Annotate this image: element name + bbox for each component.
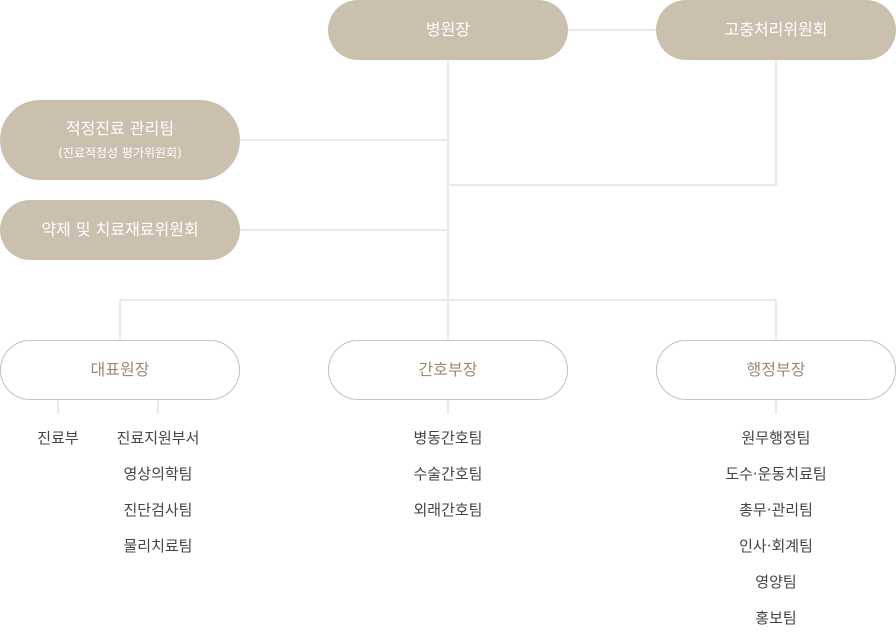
department-node-medical: 대표원장 <box>0 340 240 400</box>
director-node: 병원장 <box>328 0 568 60</box>
list-item: 수술간호팀 <box>413 465 483 483</box>
list-item: 인사·회계팀 <box>739 537 813 555</box>
pharmacy-committee-node: 약제 및 치료재료위원회 <box>0 200 240 260</box>
pharmacy-committee-label: 약제 및 치료재료위원회 <box>41 220 199 239</box>
director-label: 병원장 <box>425 20 471 39</box>
list-item: 총무·관리팀 <box>739 501 813 519</box>
list-item: 진료지원부서 <box>116 429 200 447</box>
team-list-admin: 원무행정팀 도수·운동치료팀 총무·관리팀 인사·회계팀 영양팀 홍보팀 <box>686 427 866 643</box>
committee-label: 고충처리위원회 <box>724 20 828 39</box>
list-item: 영상의학팀 <box>123 465 193 483</box>
list-item: 홍보팀 <box>755 609 797 627</box>
list-item: 외래간호팀 <box>413 501 483 519</box>
department-title: 간호부장 <box>418 360 478 379</box>
team-list-medical-support: 진료지원부서 영상의학팀 진단검사팀 물리치료팀 <box>98 427 218 571</box>
quality-team-node: 적정진료 관리팀 (진료적정성 평가위원회) <box>0 100 240 180</box>
department-node-nursing: 간호부장 <box>328 340 568 400</box>
list-item: 진단검사팀 <box>123 501 193 519</box>
connector-lines <box>57 29 777 414</box>
department-title: 행정부장 <box>746 360 806 379</box>
team-list-nursing: 병동간호팀 수술간호팀 외래간호팀 <box>368 427 528 535</box>
list-item: 영양팀 <box>755 573 797 591</box>
committee-node: 고충처리위원회 <box>656 0 896 60</box>
department-title: 대표원장 <box>90 360 150 379</box>
list-item: 진료부 <box>37 429 79 447</box>
quality-team-subtitle: (진료적정성 평가위원회) <box>58 146 182 160</box>
list-item: 물리치료팀 <box>123 537 193 555</box>
list-item: 원무행정팀 <box>741 429 811 447</box>
list-item: 도수·운동치료팀 <box>725 465 827 483</box>
department-node-admin: 행정부장 <box>656 340 896 400</box>
list-item: 병동간호팀 <box>413 429 483 447</box>
team-list-medical-office: 진료부 <box>18 427 98 463</box>
quality-team-label: 적정진료 관리팀 <box>65 119 175 138</box>
